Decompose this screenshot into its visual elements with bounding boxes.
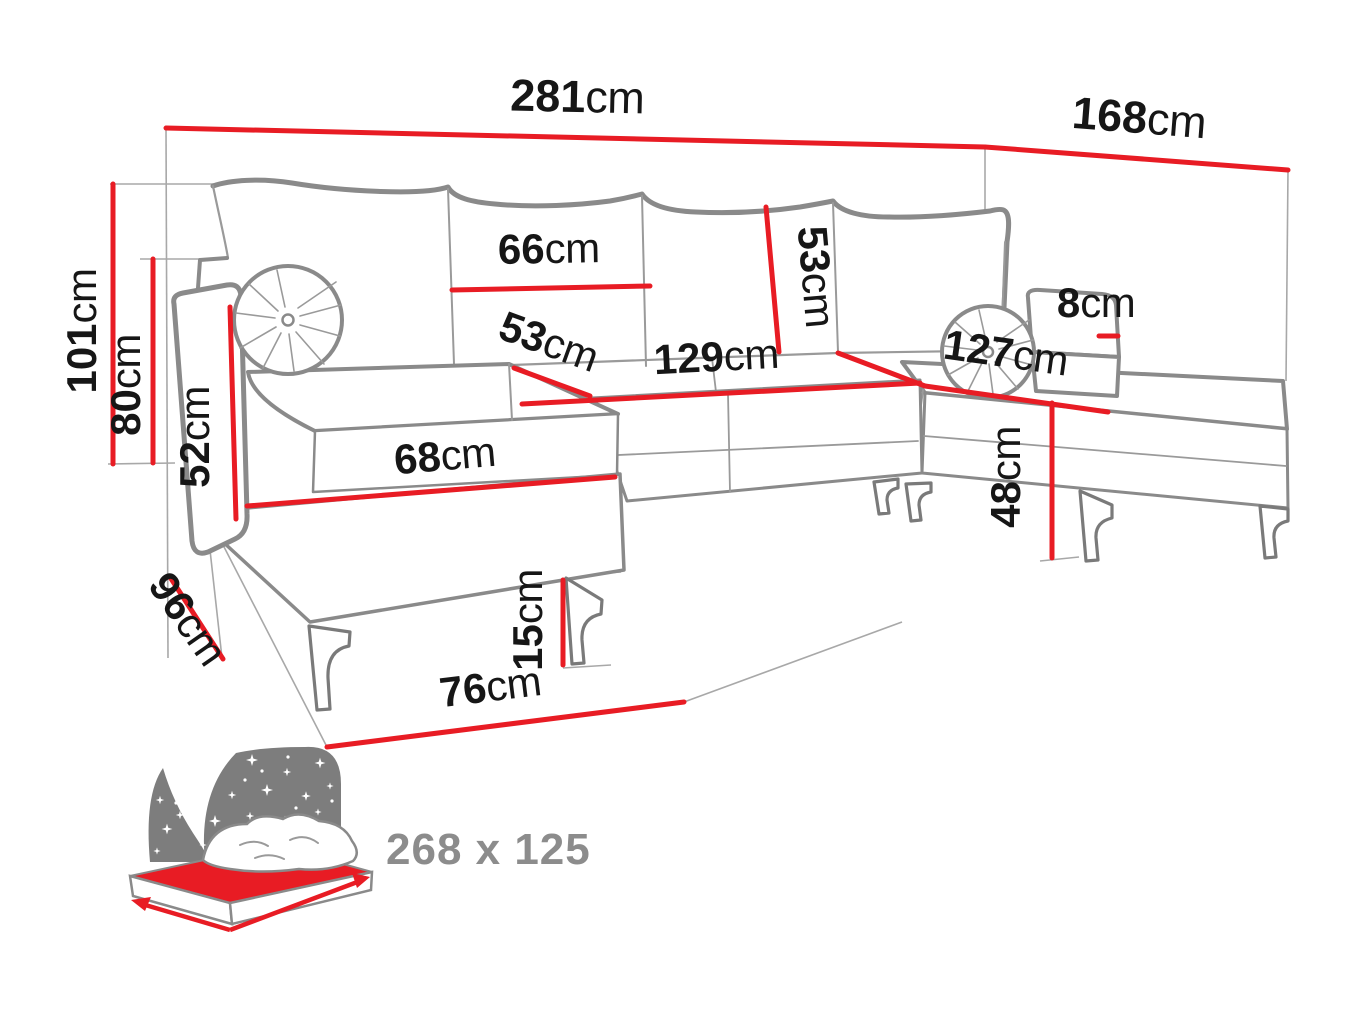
dim-label-15: 15cm [504,569,551,671]
leg-right-rear [1258,504,1290,560]
leg-left-chaise [564,576,604,666]
left-cushion-corner [508,363,513,421]
dim-label-52: 52cm [171,386,218,488]
dim-label-76: 76cm [437,657,544,716]
mattress-side-right [228,870,374,926]
dim-label-281: 281cm [510,69,645,123]
right-side-pillow [1025,287,1121,359]
dim-label-80: 80cm [102,334,149,436]
duvet [201,813,358,873]
dim-line-127 [922,383,1111,415]
dim-line-281 [163,125,988,150]
leg-front-left [307,624,352,712]
left-armrest-panel [171,282,250,556]
duvet-folds [239,836,319,860]
right-chaise-seam [923,435,1287,467]
dim-label-66: 66cm [497,224,600,273]
dim-line-68 [244,474,618,509]
dim-line-52 [227,304,239,522]
dimension-lines [110,125,1291,750]
dim-label-129: 129cm [653,330,780,383]
pillow-divider-2 [641,195,647,367]
dim-label-68: 68cm [392,428,497,484]
right-armrest [1030,350,1121,398]
dim-label-101: 101cm [58,268,105,393]
dim-line-53-seat [511,365,593,399]
left-round-cushion [232,264,344,376]
sofa-drawing [171,177,1290,712]
seat-seam [711,357,717,393]
dimension-labels: 281cm 168cm 101cm 80cm 52cm 96cm 66cm 53… [58,69,1208,716]
dim-label-53-pillow: 53cm [789,224,845,329]
dim-label-48: 48cm [982,426,1029,528]
sofa-legs [307,477,1290,712]
leg-middle-1 [872,477,900,516]
leg-right-front [1078,489,1114,563]
sleeping-function-icon: 268 x 125 [128,746,591,933]
dim-label-127: 127cm [941,321,1071,385]
pillow-divider-3 [832,202,839,353]
dim-line-53-pillow [763,204,782,355]
sleeping-area-label: 268 x 125 [386,825,591,874]
dim-line-127-connector [835,350,928,389]
dim-line-168 [982,144,1291,173]
middle-seam-v [727,393,731,493]
middle-seam-h [596,440,919,457]
right-round-cushion [940,304,1036,400]
pillow-1-left-edge [211,184,230,260]
dim-line-96 [167,574,226,662]
pillow-divider-1 [447,188,455,365]
dim-line-129 [519,380,923,407]
leg-middle-2 [904,481,933,523]
dim-label-8: 8cm [1057,279,1135,326]
back-pillows-top-edge [210,177,1012,333]
sofa-bed-icon [128,813,374,933]
dim-line-66 [449,283,653,293]
dim-line-76 [324,699,687,750]
size-arrows [131,873,370,933]
dim-label-168: 168cm [1070,87,1208,148]
